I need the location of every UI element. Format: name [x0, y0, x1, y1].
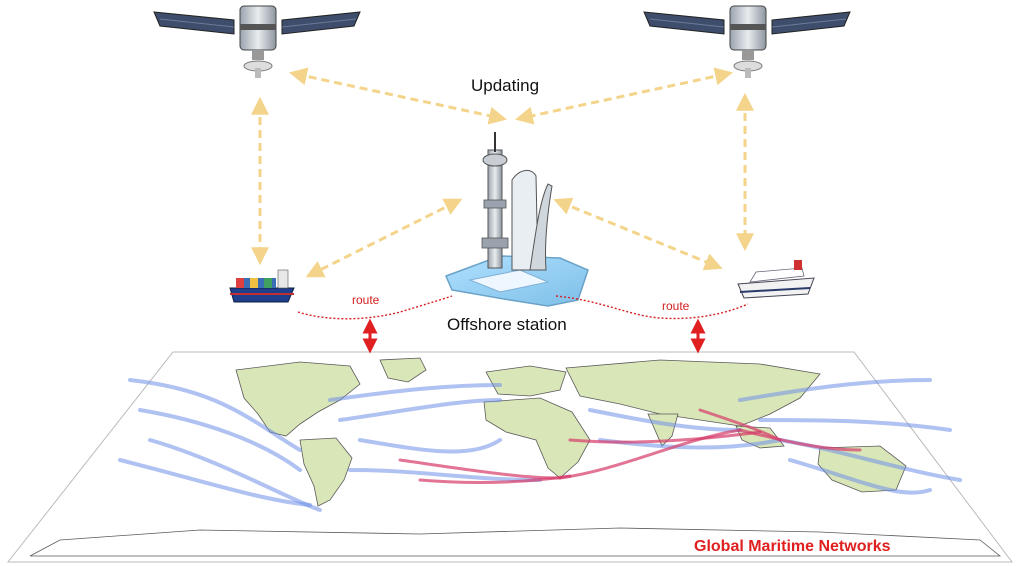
ship-right-icon [737, 260, 815, 299]
ship-left-icon [229, 269, 295, 303]
route-left-line [297, 295, 453, 320]
continents [29, 357, 1002, 557]
asia [565, 359, 821, 427]
sync-arrows [362, 318, 706, 354]
link-sat-right-to-center [514, 67, 734, 125]
greenland [379, 357, 427, 383]
link-station-to-ship-left [305, 198, 463, 278]
offshore-station-icon [444, 132, 589, 307]
link-sat-left-to-sat-center [288, 67, 508, 125]
europe [485, 365, 567, 397]
world-map [6, 351, 1014, 563]
satellite-right-icon [643, 5, 851, 78]
updating-label: Updating [471, 76, 540, 95]
australia [817, 445, 907, 493]
route-right-line [555, 295, 749, 320]
link-station-to-ship-right [553, 197, 723, 271]
communication-links [251, 67, 754, 278]
offshore-station-label: Offshore station [447, 315, 567, 334]
antarctica [29, 527, 1002, 557]
map-title: Global Maritime Networks [694, 538, 891, 555]
shipping-lanes [118, 378, 962, 512]
north-america [235, 361, 361, 437]
route-left-label: route [352, 293, 380, 307]
route-right-label: route [662, 299, 690, 313]
routes [297, 295, 749, 320]
south-america [299, 437, 353, 507]
satellite-left-icon [153, 5, 361, 78]
